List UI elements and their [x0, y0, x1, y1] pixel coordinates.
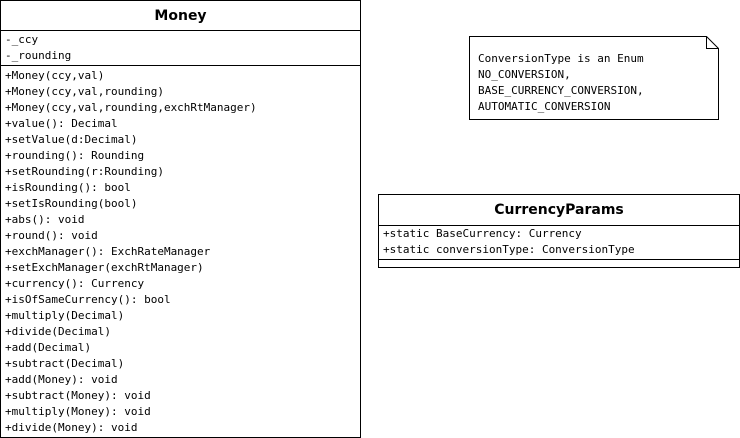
money-operation: +multiply(Decimal): [5, 309, 125, 322]
money-operation: +isRounding(): bool: [5, 181, 131, 194]
currency-params-class-name: CurrencyParams: [379, 195, 739, 226]
currency-params-attribute: +static BaseCurrency: Currency: [383, 227, 582, 240]
currency-params-operations: [379, 260, 739, 267]
money-operation: +divide(Money): void: [5, 421, 138, 434]
money-class-box[interactable]: Money -_ccy -_rounding +Money(ccy,val) +…: [0, 0, 361, 438]
money-operation: +multiply(Money): void: [5, 405, 151, 418]
currency-params-attribute: +static conversionType: ConversionType: [383, 243, 635, 256]
money-operation: +setIsRounding(bool): [5, 197, 138, 210]
note-line: AUTOMATIC_CONVERSION: [478, 100, 611, 113]
money-operation: +add(Decimal): [5, 341, 92, 354]
money-attributes: -_ccy -_rounding: [1, 31, 360, 66]
money-class-name: Money: [1, 1, 360, 31]
currency-params-class-box[interactable]: CurrencyParams +static BaseCurrency: Cur…: [378, 194, 740, 268]
note-line: ConversionType is an Enum: [478, 52, 644, 65]
money-operation: +abs(): void: [5, 213, 85, 226]
money-operation: +Money(ccy,val,rounding,exchRtManager): [5, 101, 257, 114]
note-shape: [469, 36, 719, 120]
money-operation: +currency(): Currency: [5, 277, 145, 290]
money-attribute: -_rounding: [5, 49, 72, 62]
conversion-type-note[interactable]: ConversionType is an Enum NO_CONVERSION,…: [469, 36, 719, 120]
money-operation: +Money(ccy,val): [5, 69, 105, 82]
money-operation: +setRounding(r:Rounding): [5, 165, 164, 178]
money-attribute: -_ccy: [5, 33, 39, 46]
money-operations: +Money(ccy,val) +Money(ccy,val,rounding)…: [1, 66, 360, 437]
money-operation: +subtract(Money): void: [5, 389, 151, 402]
money-operation: +value(): Decimal: [5, 117, 118, 130]
money-operation: +exchManager(): ExchRateManager: [5, 245, 211, 258]
money-operation: +isOfSameCurrency(): bool: [5, 293, 171, 306]
money-operation: +Money(ccy,val,rounding): [5, 85, 164, 98]
note-line: NO_CONVERSION,: [478, 68, 571, 81]
money-operation: +round(): void: [5, 229, 98, 242]
money-operation: +rounding(): Rounding: [5, 149, 145, 162]
money-operation: +add(Money): void: [5, 373, 118, 386]
note-line: BASE_CURRENCY_CONVERSION,: [478, 84, 644, 97]
money-operation: +subtract(Decimal): [5, 357, 125, 370]
note-text: ConversionType is an Enum NO_CONVERSION,…: [478, 51, 644, 115]
money-operation: +setExchManager(exchRtManager): [5, 261, 204, 274]
currency-params-attributes: +static BaseCurrency: Currency +static c…: [379, 226, 739, 260]
money-operation: +setValue(d:Decimal): [5, 133, 138, 146]
money-operation: +divide(Decimal): [5, 325, 111, 338]
